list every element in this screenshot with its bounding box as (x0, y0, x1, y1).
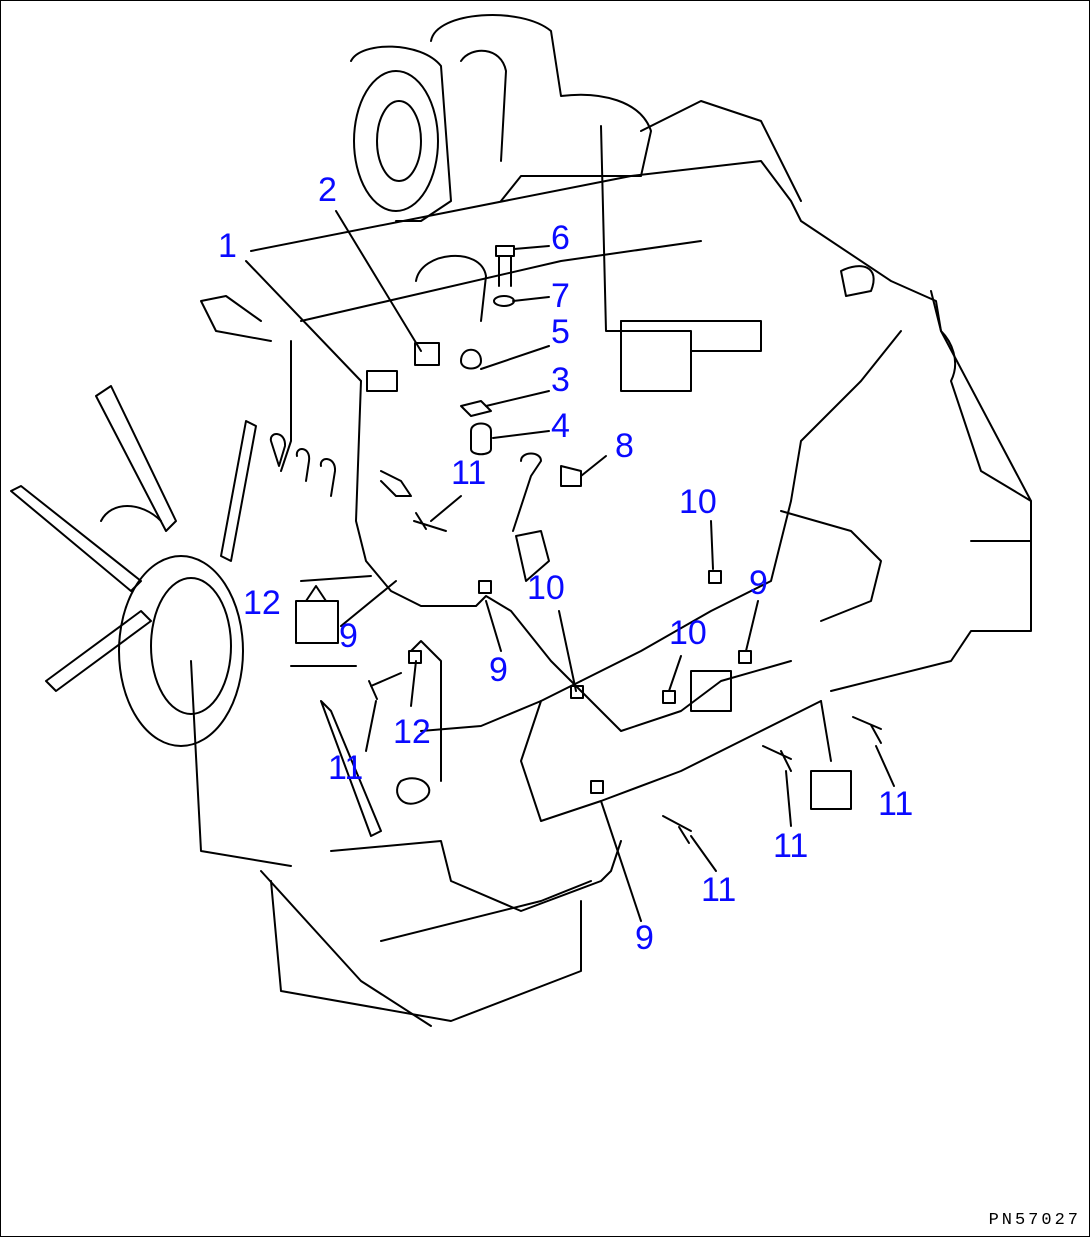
callout-label: 11 (328, 749, 364, 787)
callout-label: 5 (551, 313, 570, 351)
callout-label: 9 (749, 564, 768, 602)
callout-label: 12 (393, 713, 431, 751)
callout-label: 1 (218, 227, 237, 265)
callout-label: 2 (318, 171, 337, 209)
callout-label: 12 (243, 584, 281, 622)
callout-label: 10 (679, 483, 717, 521)
callout-label: 9 (635, 919, 654, 957)
callout-label: 9 (339, 617, 358, 655)
callout-label: 3 (551, 361, 570, 399)
callout-label: 7 (551, 277, 570, 315)
callout-label: 6 (551, 219, 570, 257)
callout-label: 8 (615, 427, 634, 465)
callout-label: 11 (701, 871, 737, 909)
callout-label: 11 (878, 785, 914, 823)
callout-label: 10 (669, 614, 707, 652)
callout-label: 10 (527, 569, 565, 607)
drawing-code: PN57027 (988, 1211, 1081, 1230)
callout-label: 11 (773, 827, 809, 865)
callout-label: 9 (489, 651, 508, 689)
callout-label: 11 (451, 454, 487, 492)
callout-label: 4 (551, 407, 570, 445)
